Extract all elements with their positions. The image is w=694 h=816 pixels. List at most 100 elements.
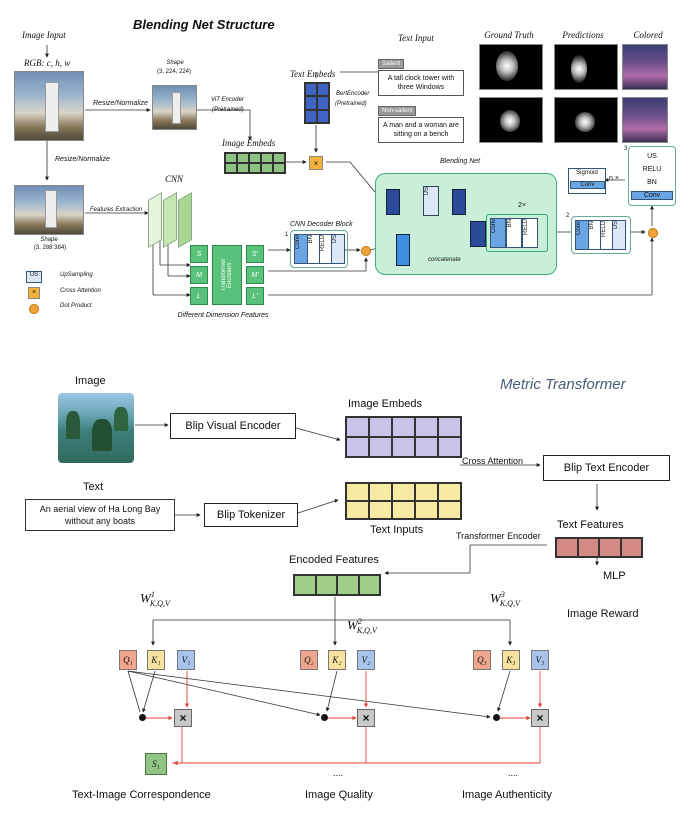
- salient-text-box: A tall clock tower with three Windows: [378, 70, 464, 96]
- multiply-3: ×: [531, 709, 549, 727]
- blip-visual-encoder: Blip Visual Encoder: [170, 413, 296, 439]
- cnn-layer-1: [148, 191, 162, 249]
- col-predictions: Predictions: [562, 30, 604, 40]
- q2-box: Q₂: [300, 650, 318, 670]
- text-features-grid: [555, 537, 643, 558]
- dot-product-2: [321, 714, 328, 721]
- shape1-label: Shape: [166, 60, 184, 66]
- decoder-block-2: Conv BN RELU US: [571, 216, 631, 254]
- input-image-halong: [58, 393, 134, 463]
- prediction-2: [554, 97, 618, 143]
- blend-2x-block: Conv BN RELU: [486, 214, 548, 252]
- input-image: [14, 71, 84, 141]
- blending-net-box: US Conv BN RELU 2× concatenate: [375, 173, 557, 275]
- mlp-label: MLP: [603, 570, 626, 582]
- resized-image-288: [14, 185, 84, 235]
- cnn-label: CNN: [165, 174, 184, 184]
- final-head-block: US RELU BN Conv: [628, 146, 676, 206]
- blip-text-encoder: Blip Text Encoder: [543, 455, 670, 481]
- diff-dim-label: Different Dimension Features: [177, 312, 269, 319]
- legend-dot-product-icon: [29, 304, 39, 314]
- encoded-features-label: Encoded Features: [289, 554, 379, 566]
- k1-box: K₁: [147, 650, 165, 670]
- feature-l: L: [190, 287, 208, 305]
- ellipsis-2: ....: [333, 768, 344, 778]
- prediction-1: [554, 44, 618, 90]
- blend-us: US: [423, 186, 439, 216]
- cross-attention-icon: ×: [309, 156, 323, 170]
- colored-1: [622, 44, 668, 90]
- sigmoid-block: Sigmoid Conv: [568, 168, 606, 194]
- text-features-label: Text Features: [557, 519, 624, 531]
- decoder-num-1: 1: [285, 232, 289, 238]
- label-text-image-correspondence: Text-Image Correspondence: [72, 789, 211, 801]
- text-input-box: An aerial view of Ha Long Bay without an…: [25, 499, 175, 531]
- k2-box: K₂: [328, 650, 346, 670]
- dot-product-3: [493, 714, 500, 721]
- legend-us-key: US: [26, 271, 42, 283]
- legend-cross-attention-icon: ×: [28, 287, 40, 299]
- features-extraction-label: Features Extraction: [90, 207, 143, 213]
- v2-box: V₂: [357, 650, 375, 670]
- weight-w2: W2K,Q,V: [347, 617, 377, 635]
- s1-box: S₁: [145, 753, 167, 775]
- legend-us-text: UpSampling: [60, 272, 93, 278]
- weight-w3: W3K,Q,V: [490, 590, 520, 608]
- shape2-label: Shape: [40, 237, 58, 243]
- q3-box: Q₃: [473, 650, 491, 670]
- dot-product-1: [139, 714, 146, 721]
- text-embeds-grid: [304, 82, 330, 124]
- cnn-layer-2: [163, 191, 177, 249]
- encoded-features-grid: [293, 574, 381, 596]
- text-input-label: Text Input: [398, 33, 434, 43]
- colored-2: [622, 97, 668, 143]
- blend-2x-label: 2×: [518, 202, 526, 209]
- text-label: Text: [83, 481, 104, 493]
- concatenate-label: concatenate: [428, 257, 461, 263]
- text-inputs-grid: [345, 482, 462, 520]
- decoder-num-2: 2: [566, 213, 570, 219]
- feature-m-prime: M': [246, 266, 264, 284]
- ellipsis-3: ....: [508, 768, 519, 778]
- image-embeds-grid: [224, 152, 286, 174]
- blend-block-4: [470, 221, 486, 247]
- resize-label-1: Resize/Normalize: [93, 100, 148, 107]
- blend-block-1: [386, 189, 400, 215]
- cross-attention-label: Cross Attention: [462, 456, 524, 466]
- vit-encoder-label: ViT Encoder: [211, 97, 244, 103]
- blip-tokenizer: Blip Tokenizer: [204, 503, 298, 527]
- rgb-label: RGB: c, h, w: [24, 58, 71, 68]
- col-ground-truth: Ground Truth: [484, 30, 534, 40]
- multiply-2: ×: [357, 709, 375, 727]
- blend-block-3: [396, 234, 410, 266]
- text-inputs-label: Text Inputs: [370, 524, 424, 536]
- image-reward-label: Image Reward: [567, 608, 639, 620]
- cnn-layer-3: [178, 191, 192, 249]
- col-colored: Colored: [633, 30, 663, 40]
- bert-encoder-label: BertEncoder: [336, 91, 370, 97]
- metric-transformer-title: Metric Transformer: [500, 376, 626, 393]
- bert-pretrained-label: (Pretrained): [335, 101, 367, 107]
- feature-l-prime: L': [246, 287, 264, 305]
- blend-block-2: [452, 189, 466, 215]
- legend-dp-text: Dot Product: [60, 303, 92, 309]
- image-input-label: Image Input: [22, 30, 66, 40]
- shape2-value: (3, 288 384): [33, 245, 67, 251]
- weight-w1: W1K,Q,V: [140, 590, 170, 608]
- ground-truth-2: [479, 97, 543, 143]
- transformer-encoder-label: Transformer Encoder: [456, 531, 541, 541]
- q1-box: Q₁: [119, 650, 137, 670]
- v3-box: V₃: [531, 650, 549, 670]
- text-embeds-label: Text Embeds: [290, 69, 336, 79]
- shape1-value: (3, 224, 224): [156, 69, 192, 75]
- cnn-decoder-block: Conv BN RELU US: [290, 230, 348, 268]
- dot-product-icon-2: [648, 228, 658, 238]
- nonsalient-tag: Non-salient: [378, 106, 417, 116]
- resized-image-224: [152, 85, 197, 130]
- legend-ca-text: Cross Attention: [60, 288, 101, 294]
- image-embeds-grid-bottom: [345, 416, 462, 458]
- label-image-authenticity: Image Authenticity: [462, 789, 552, 801]
- cnn-decoder-label: CNN Decoder Block: [290, 221, 353, 228]
- v1-box: V₁: [177, 650, 195, 670]
- blending-net-label: Blending Net: [440, 158, 481, 165]
